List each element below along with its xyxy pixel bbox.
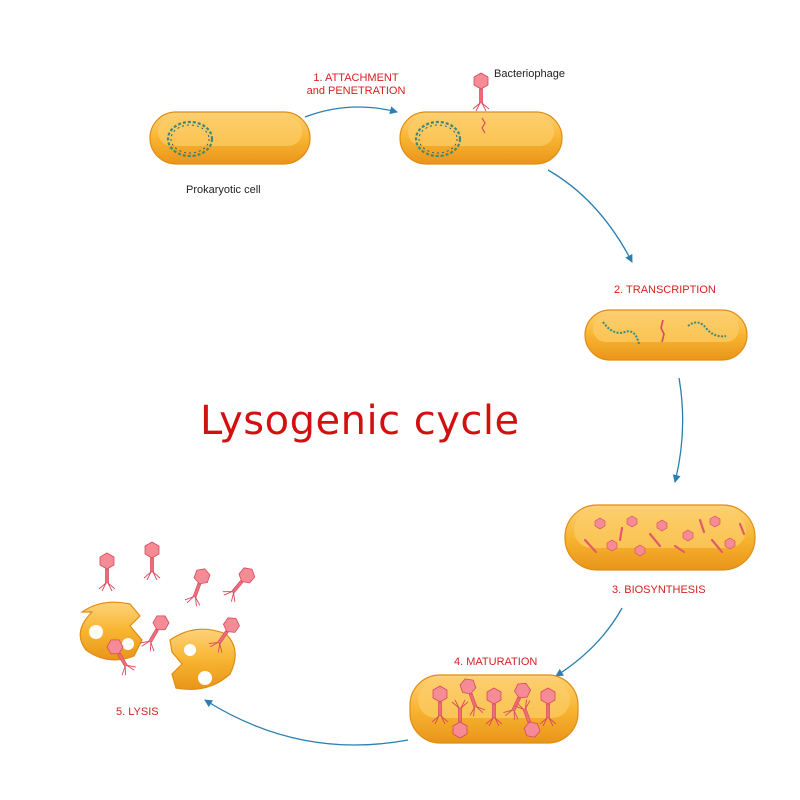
step-1-label: 1. ATTACHMENT and PENETRATION <box>306 72 406 98</box>
step-1-line-1: 1. ATTACHMENT <box>313 72 399 84</box>
diagram-title: Lysogenic cycle <box>200 398 520 444</box>
biosynthesis-cell <box>564 504 756 571</box>
arrow-maturation <box>555 607 623 677</box>
bacteriophage-icon <box>472 72 490 112</box>
bacteriophage-label: Bacteriophage <box>494 68 565 80</box>
arrow-biosynthesis <box>672 377 684 483</box>
prokaryotic-cell <box>149 111 311 165</box>
step-5-label: 5. LYSIS <box>116 706 159 718</box>
lysed-cell <box>79 601 236 690</box>
prokaryotic-cell-label: Prokaryotic cell <box>186 184 261 196</box>
step-2-label: 2. TRANSCRIPTION <box>614 284 716 296</box>
arrow-transcription <box>547 169 633 263</box>
step-3-label: 3. BIOSYNTHESIS <box>612 584 706 596</box>
maturation-cell <box>409 674 579 744</box>
circular-dna <box>166 120 214 158</box>
arrow-attachment <box>304 106 398 118</box>
step-4-label: 4. MATURATION <box>454 656 538 668</box>
step-1-line-2: and PENETRATION <box>306 85 406 97</box>
transcription-cell <box>584 309 748 361</box>
arrow-lysis <box>204 699 409 746</box>
attachment-cell <box>399 111 563 165</box>
